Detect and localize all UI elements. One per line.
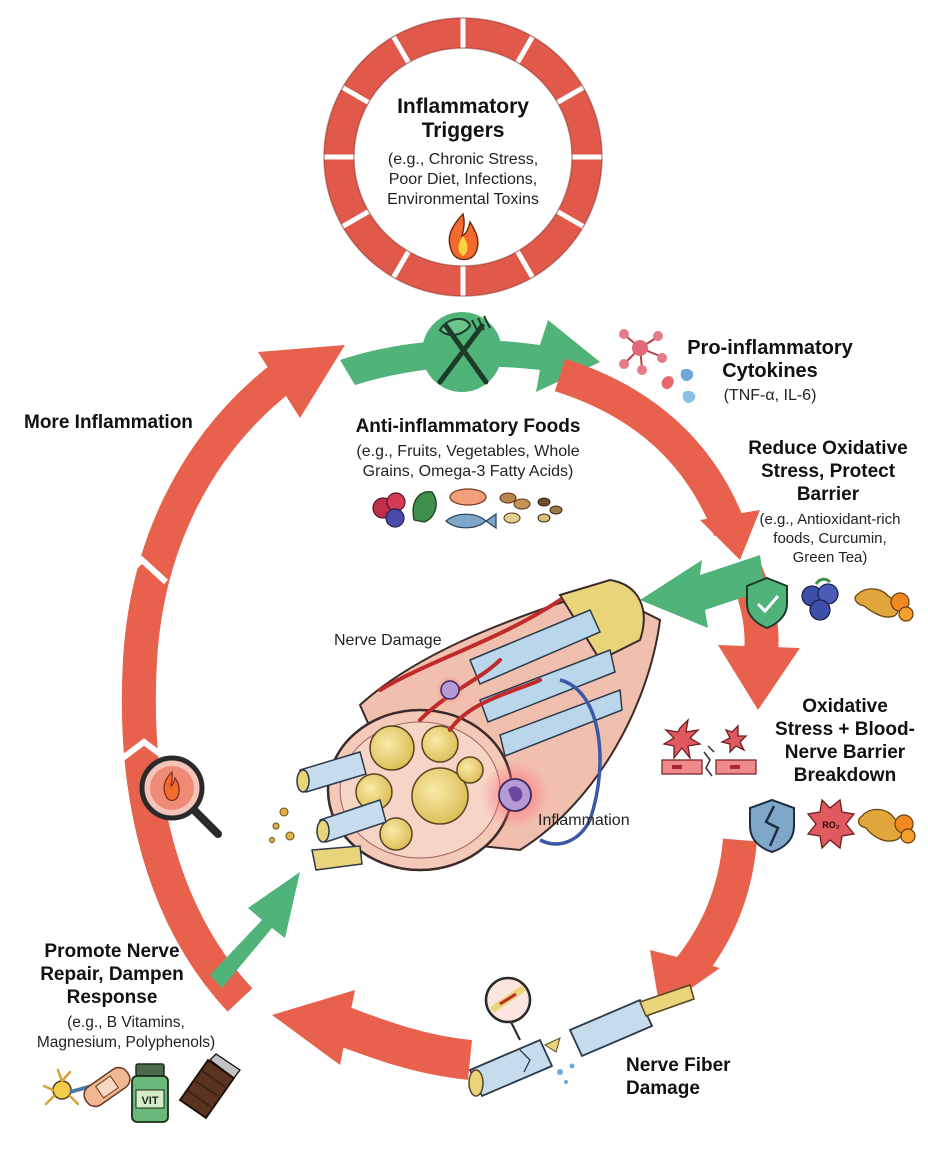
oxidative-title-4: Breakdown	[794, 765, 896, 786]
triggers-title-2: Triggers	[422, 119, 505, 142]
cycle-arrow-right-down	[554, 358, 746, 537]
oxidative-title-1: Oxidative	[802, 696, 888, 717]
molecule-icon	[619, 329, 696, 404]
broken-shield-icon	[749, 798, 795, 854]
food-icons	[372, 488, 563, 530]
fiber-damage-title-2: Damage	[626, 1078, 700, 1099]
cytokines-examples: (TNF-α, IL-6)	[724, 387, 817, 404]
repair-examples-1: (e.g., B Vitamins,	[67, 1014, 185, 1031]
reduce-examples-1: (e.g., Antioxidant-rich	[760, 511, 901, 528]
triggers-examples-2: Poor Diet, Infections,	[389, 171, 538, 188]
fire-icon	[448, 212, 479, 261]
fish-icon	[445, 512, 497, 530]
oxidative-barrier-icon	[661, 718, 757, 777]
turmeric-icon	[854, 588, 914, 622]
repair-title-1: Promote Nerve	[44, 941, 179, 962]
foods-examples-1: (e.g., Fruits, Vegetables, Whole	[356, 443, 579, 460]
oxidative-title-2: Stress + Blood-	[775, 719, 915, 740]
cytokines-title-2: Cytokines	[722, 360, 818, 382]
triggers-examples-1: (e.g., Chronic Stress,	[388, 151, 538, 168]
broken-fiber-illustration	[468, 976, 695, 1098]
repair-title-2: Repair, Dampen	[40, 964, 184, 985]
repair-title-3: Response	[67, 987, 158, 1008]
salmon-icon	[449, 488, 487, 506]
berries-icon	[372, 492, 406, 528]
left-arc-gaps	[115, 555, 170, 763]
cycle-arrow-right-lower	[676, 838, 757, 979]
ro2-burst-icon	[806, 798, 856, 850]
repair-examples-2: Magnesium, Polyphenols)	[37, 1034, 215, 1051]
nerve-damage-label: Nerve Damage	[334, 632, 442, 649]
triggers-title-1: Inflammatory	[397, 95, 529, 118]
bandage-icon	[83, 1066, 131, 1108]
blueberry-icon	[801, 577, 839, 621]
reduce-examples-2: foods, Curcumin,	[773, 530, 886, 547]
vit-label: VIT	[141, 1095, 158, 1107]
fiber-damage-title-1: Nerve Fiber	[626, 1055, 731, 1076]
triggers-ring	[323, 17, 603, 297]
more-inflammation-label: More Inflammation	[24, 412, 193, 433]
nerve-cross-section	[269, 578, 662, 872]
inflammation-label: Inflammation	[538, 812, 630, 829]
cycle-arrow-left-up	[121, 361, 296, 1012]
spinach-icon	[412, 491, 437, 523]
green-arrow-repair	[210, 872, 300, 988]
cycle-arrowhead-bottom	[272, 990, 355, 1065]
cytokines-title-1: Pro-inflammatory	[687, 337, 853, 359]
green-arrow-reduce	[640, 555, 765, 628]
foods-title: Anti-inflammatory Foods	[356, 416, 581, 437]
chocolate-icon	[178, 1053, 241, 1120]
reduce-title-3: Barrier	[797, 484, 860, 505]
turmeric-icon-2	[857, 808, 916, 844]
reduce-title-2: Stress, Protect	[761, 461, 896, 482]
reduce-title-1: Reduce Oxidative	[748, 438, 907, 459]
reduce-examples-3: Green Tea)	[793, 549, 868, 566]
ro2-label: RO₂	[822, 820, 840, 830]
cycle-arrow-left-up-head	[258, 345, 345, 418]
foods-examples-2: Grains, Omega-3 Fatty Acids)	[363, 463, 574, 480]
almonds-icon	[499, 492, 531, 524]
seeds-icon	[537, 497, 563, 523]
magnifier-fire-icon	[139, 755, 222, 838]
cycle-arrowhead-right-2	[718, 645, 800, 710]
cycle-arrow-bottom-left	[332, 1006, 473, 1080]
cycle-arrowhead-right-1	[700, 510, 760, 560]
triggers-examples-3: Environmental Toxins	[387, 191, 539, 208]
oxidative-title-3: Nerve Barrier	[785, 742, 906, 763]
shield-check-icon	[746, 576, 788, 630]
fork-knife-leaf-icon	[422, 312, 502, 392]
vitamin-bottle-icon	[131, 1063, 169, 1123]
